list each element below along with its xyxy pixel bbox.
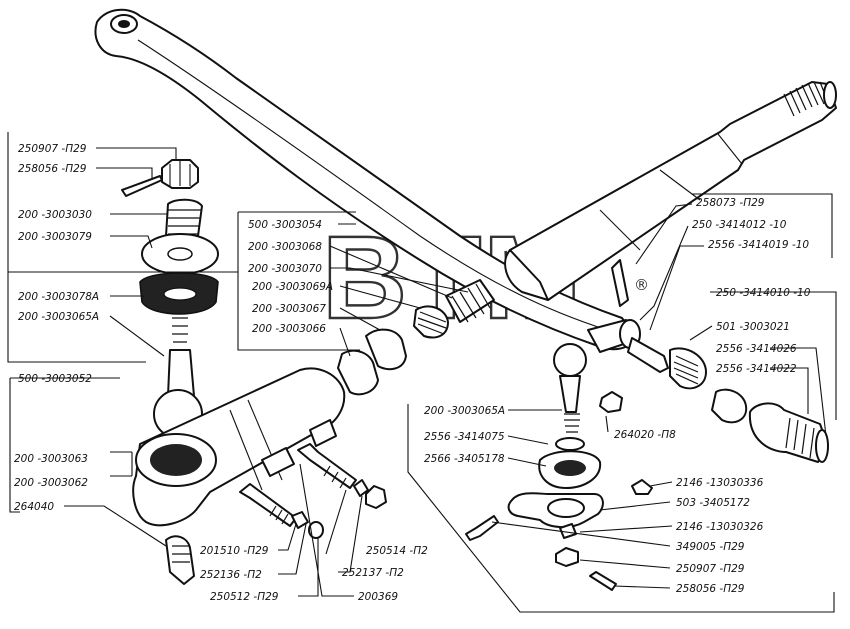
label-500-3003052: 500 -3003052 [18,373,92,385]
label-2146-13030336: 2146 -13030336 [676,477,764,489]
label-2146-13030326: 2146 -13030326 [676,521,764,533]
label-250512: 250512 -П29 [210,591,279,603]
label-501-3003021: 501 -3003021 [716,321,790,333]
label-503-3405172: 503 -3405172 [676,497,750,509]
label-200-3003063: 200 -3003063 [14,453,88,465]
label-2556-3414026: 2556 -3414026 [716,343,797,355]
label-252136: 252136 -П2 [200,569,262,581]
right-ball-pin-assembly [465,343,653,591]
bracket-lines [7,132,837,613]
label-2556-3414019: 2556 -3414019 -10 [708,239,809,251]
tie-rod-threads [783,81,829,117]
label-349005: 349005 -П29 [676,541,745,553]
label-2556-3414075: 2556 -3414075 [424,431,505,443]
left-socket-tube [132,279,495,527]
part-labels: 250907 -П29 258056 -П29 200 -3003030 200… [14,143,811,603]
label-200-3003079: 200 -3003079 [18,231,92,243]
label-252137: 252137 -П2 [342,567,404,579]
label-200-3003078a: 200 -3003078А [18,291,99,303]
label-200-3003030: 200 -3003030 [18,209,92,221]
label-2566-3405178: 2566 -3405178 [424,453,505,465]
label-200-3003067: 200 -3003067 [252,303,326,315]
label-2556-3414022: 2556 -3414022 [716,363,797,375]
label-250907-bottom: 250907 -П29 [676,563,745,575]
label-258073: 258073 -П29 [696,197,765,209]
label-200-3003070: 200 -3003070 [248,263,322,275]
grease-fitting-264040 [165,535,195,585]
cotter-pin-258056 [121,175,163,197]
watermark-registered-mark: ® [634,276,649,294]
bolts-and-nuts [165,443,387,585]
leader-lines [64,147,827,597]
label-250907-top: 250907 -П29 [18,143,87,155]
label-200-3003069a: 200 -3003069А [252,281,333,293]
ball-pin-thread [172,317,188,351]
bolt-201510 [239,483,297,527]
label-200-3003065a-right: 200 -3003065А [424,405,505,417]
right-socket-assembly [587,259,829,463]
label-264040: 264040 [14,501,54,513]
label-201510: 201510 -П29 [200,545,269,557]
label-200-3003065a-left: 200 -3003065А [18,311,99,323]
label-250514: 250514 -П2 [366,545,428,557]
left-ball-pin-assembly [121,159,219,439]
bolt-200369 [297,443,357,489]
tie-rod [504,81,837,301]
label-250-3414012: 250 -3414012 -10 [692,219,787,231]
label-264020: 264020 -П8 [614,429,676,441]
label-258056-top: 258056 -П29 [18,163,87,175]
steering-arm [94,8,637,351]
spring-200-3003069A [413,305,449,339]
label-200-3003068: 200 -3003068 [248,241,322,253]
label-500-3003054: 500 -3003054 [248,219,322,231]
label-200-3003066: 200 -3003066 [252,323,326,335]
label-250-3414010: 250 -3414010 -10 [716,287,811,299]
label-200-3003062: 200 -3003062 [14,477,88,489]
plug-200-3003066 [337,349,379,396]
label-258056-bottom: 258056 -П29 [676,583,745,595]
label-200369: 200369 [358,591,398,603]
